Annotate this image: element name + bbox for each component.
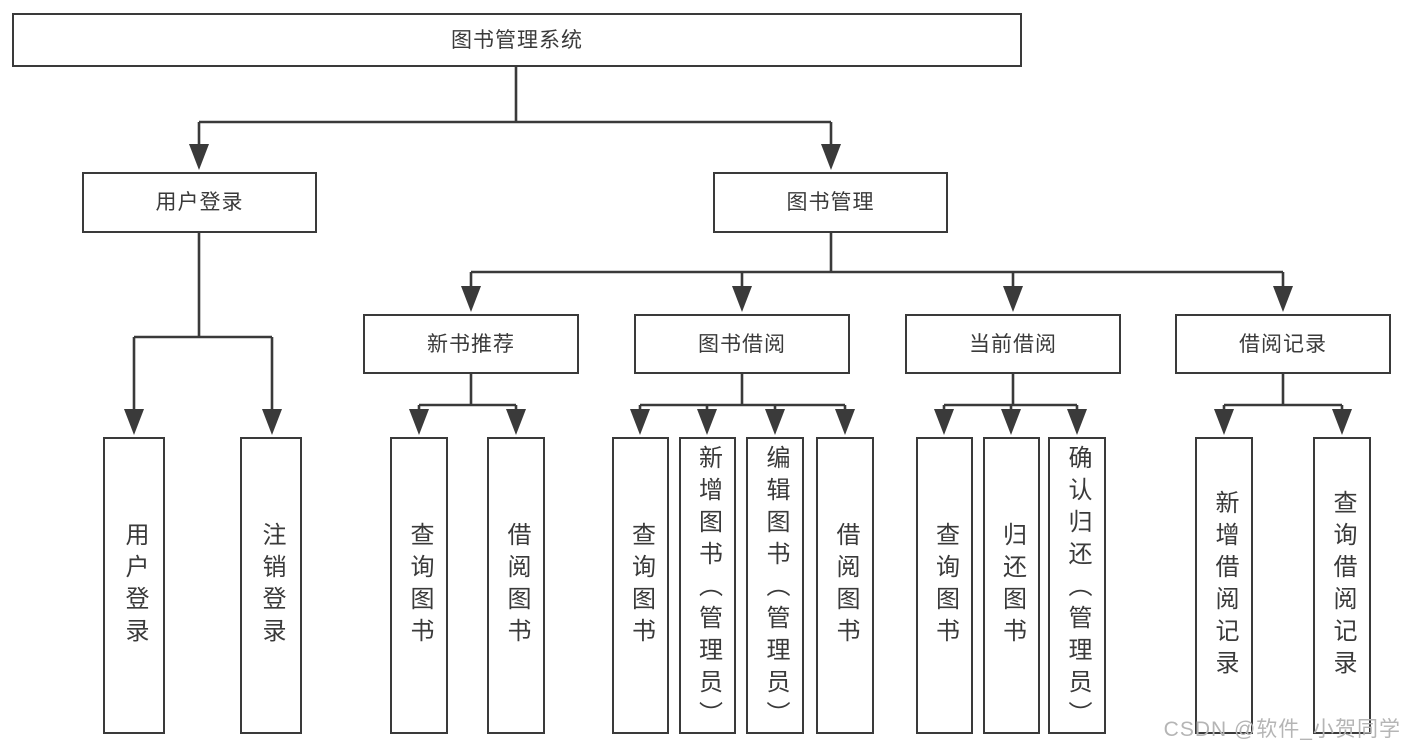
node-root: 图书管理系统 (12, 13, 1022, 67)
node-current-borrow: 当前借阅 (905, 314, 1121, 374)
leaf-query-book-1: 查询图书 (390, 437, 448, 734)
arrowheads (124, 144, 1352, 435)
leaf-add-book-admin: 新增图书（管理员） (679, 437, 736, 734)
node-new-book-recommend: 新书推荐 (363, 314, 579, 374)
node-book-borrow: 图书借阅 (634, 314, 850, 374)
leaf-user-login: 用户登录 (103, 437, 165, 734)
leaf-return-book: 归还图书 (983, 437, 1040, 734)
node-user-login: 用户登录 (82, 172, 317, 233)
leaf-confirm-return-admin: 确认归还（管理员） (1048, 437, 1106, 734)
leaf-add-borrow-record: 新增借阅记录 (1195, 437, 1253, 734)
leaf-logout: 注销登录 (240, 437, 302, 734)
node-borrow-record: 借阅记录 (1175, 314, 1391, 374)
leaf-borrow-book-2: 借阅图书 (816, 437, 874, 734)
csdn-watermark: CSDN @软件_小贺同学 (1163, 718, 1401, 741)
leaf-query-book-3: 查询图书 (916, 437, 973, 734)
leaf-borrow-book-1: 借阅图书 (487, 437, 545, 734)
leaf-query-book-2: 查询图书 (612, 437, 669, 734)
leaf-query-borrow-record: 查询借阅记录 (1313, 437, 1371, 734)
leaf-edit-book-admin: 编辑图书（管理员） (746, 437, 804, 734)
node-book-management: 图书管理 (713, 172, 948, 233)
